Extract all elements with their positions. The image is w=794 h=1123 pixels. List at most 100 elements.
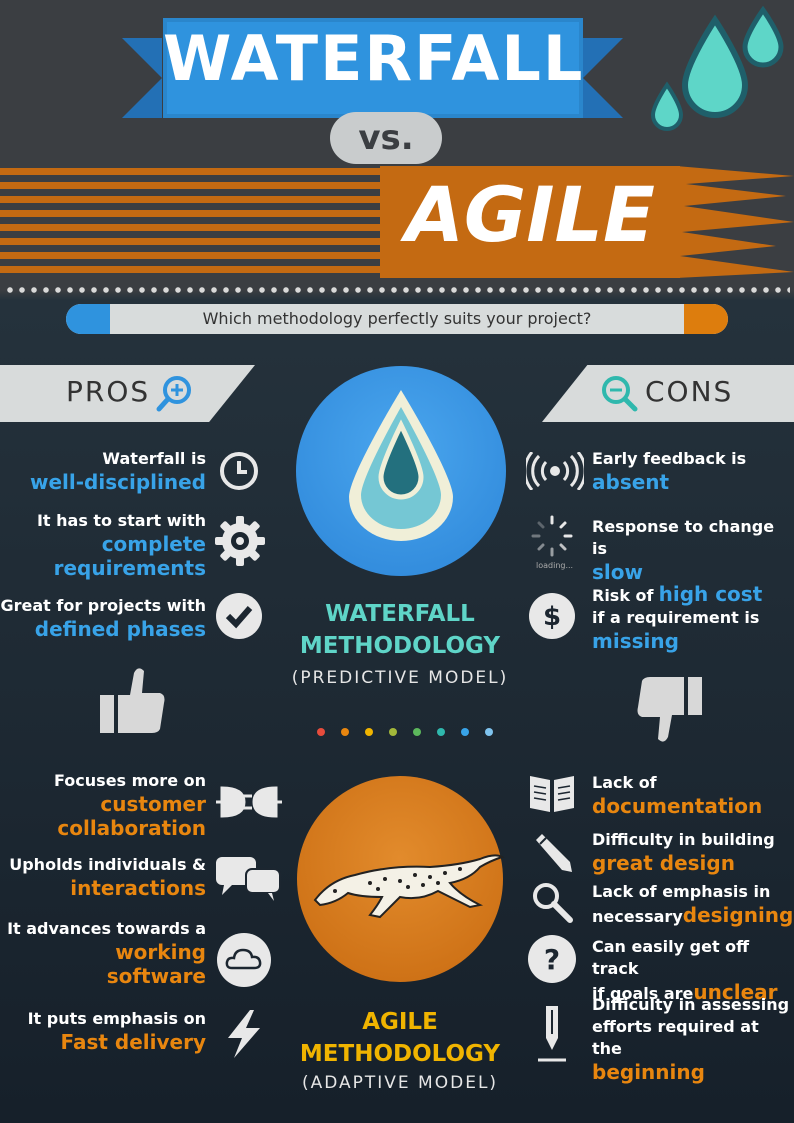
dollar-icon: $ — [529, 593, 575, 639]
dotted-divider — [4, 284, 790, 296]
thumbs-up-icon — [100, 668, 165, 733]
brush-streaks — [676, 166, 794, 278]
cheetah-icon — [313, 854, 505, 919]
pro-item: It has to start with complete requiremen… — [0, 510, 206, 580]
pro-highlight: working — [115, 940, 206, 964]
title-banner — [163, 18, 583, 118]
agile-name-line2: METHODOLOGY — [299, 1041, 501, 1067]
con-item: Risk of high cost if a requirement is mi… — [592, 582, 792, 653]
pro-item: It advances towards a working software — [0, 918, 206, 988]
color-dot-divider — [270, 727, 540, 736]
banner-tail-right — [583, 38, 623, 118]
con-text: Can easily get off track — [592, 937, 750, 978]
svg-text:$: $ — [543, 602, 561, 632]
loading-label: loading... — [536, 561, 574, 570]
con-text: Difficulty in assessing — [592, 995, 790, 1014]
book-icon — [530, 776, 574, 812]
pro-highlight: well-disciplined — [30, 470, 206, 494]
stripe — [0, 168, 380, 175]
pro-highlight: Fast delivery — [60, 1030, 206, 1054]
stripe — [0, 196, 380, 203]
waterfall-model: (PREDICTIVE MODEL) — [291, 668, 509, 688]
stripe — [0, 224, 380, 231]
stripe — [0, 210, 380, 217]
pro-text: It has to start with — [36, 511, 206, 530]
con-text: necessary — [592, 907, 683, 926]
chat-icon — [216, 857, 281, 901]
question-bar: Which methodology perfectly suits your p… — [66, 304, 728, 334]
pro-item: Upholds individuals & interactions — [0, 854, 206, 900]
pro-highlight: complete — [101, 532, 206, 556]
stripe — [0, 238, 380, 245]
pro-text: It puts emphasis on — [27, 1009, 206, 1028]
con-item: Can easily get off track if goals areunc… — [592, 936, 792, 1005]
con-item: Response to change is slow — [592, 516, 792, 584]
agile-method-title: AGILE METHODOLOGY — [280, 1006, 520, 1070]
waterfall-method-title: WATERFALL METHODOLOGY — [280, 598, 520, 662]
stripe — [0, 266, 380, 273]
pro-highlight: collaboration — [57, 816, 206, 840]
waterfall-name-line1: WATERFALL — [325, 601, 475, 627]
loading-icon — [531, 515, 573, 557]
pro-item: Focuses more on customer collaboration — [0, 770, 206, 840]
vs-badge: vs. — [330, 112, 442, 164]
pro-highlight: requirements — [53, 556, 206, 580]
pro-item: Great for projects with defined phases — [0, 595, 206, 641]
con-text: Risk of — [592, 586, 654, 605]
con-item: Lack of documentation — [592, 772, 792, 818]
con-text: if a requirement is — [592, 608, 760, 627]
con-text: if goals are — [592, 984, 694, 1003]
zoom-out-icon — [602, 376, 638, 412]
agile-model: (ADAPTIVE MODEL) — [301, 1073, 499, 1093]
pro-item: Waterfall is well-disciplined — [0, 448, 206, 494]
cloud-icon — [217, 933, 271, 987]
check-icon — [216, 593, 262, 639]
waterfall-name-line2: METHODOLOGY — [299, 633, 501, 659]
zoom-in-icon — [156, 376, 191, 412]
question-icon: ? — [528, 935, 576, 983]
agile-banner — [380, 166, 680, 278]
signal-icon — [526, 452, 584, 490]
title-agile: AGILE — [405, 170, 655, 259]
search-icon — [533, 883, 573, 923]
con-item: Lack of emphasis in necessarydesigning — [592, 881, 793, 928]
con-text: Lack of emphasis in — [592, 882, 771, 901]
con-highlight: beginning — [592, 1060, 705, 1084]
agile-name-line1: AGILE — [362, 1009, 438, 1035]
con-text: Response to change is — [592, 517, 775, 558]
thumbs-down-icon — [637, 677, 702, 742]
con-highlight: unclear — [693, 980, 778, 1004]
pros-label: PROS — [66, 375, 151, 408]
water-drop-icon — [349, 390, 453, 541]
pro-highlight: defined phases — [34, 617, 206, 641]
con-text: Early feedback is — [592, 449, 747, 468]
con-text: Difficulty in building — [592, 830, 775, 849]
pros-tab — [0, 365, 255, 422]
water-drops-icon — [650, 5, 784, 131]
con-highlight: slow — [592, 560, 643, 584]
con-item: Difficulty in building great design — [592, 829, 792, 875]
pro-highlight: interactions — [70, 876, 206, 900]
plug-icon — [216, 786, 282, 818]
con-highlight: high cost — [658, 582, 763, 606]
gear-icon — [215, 516, 265, 566]
con-text: Lack of — [592, 773, 657, 792]
title-waterfall: WATERFALL — [163, 22, 585, 95]
pencil-icon — [536, 834, 572, 872]
pro-text: Upholds individuals & — [9, 855, 206, 874]
pro-text: Waterfall is — [102, 449, 206, 468]
con-item: Difficulty in assessing efforts required… — [592, 994, 792, 1084]
clock-icon — [220, 452, 258, 490]
con-text: efforts required at the — [592, 1017, 759, 1058]
pro-text: Focuses more on — [54, 771, 206, 790]
pro-text: It advances towards a — [7, 919, 206, 938]
pro-text: Great for projects with — [0, 596, 206, 615]
pro-highlight: customer — [100, 792, 206, 816]
cons-tab — [542, 365, 794, 422]
con-highlight: documentation — [592, 794, 763, 818]
svg-text:?: ? — [544, 943, 560, 976]
cons-label: CONS — [645, 375, 734, 408]
con-highlight: missing — [592, 629, 679, 653]
question-text: Which methodology perfectly suits your p… — [202, 309, 592, 328]
con-item: Early feedback is absent — [592, 448, 792, 494]
